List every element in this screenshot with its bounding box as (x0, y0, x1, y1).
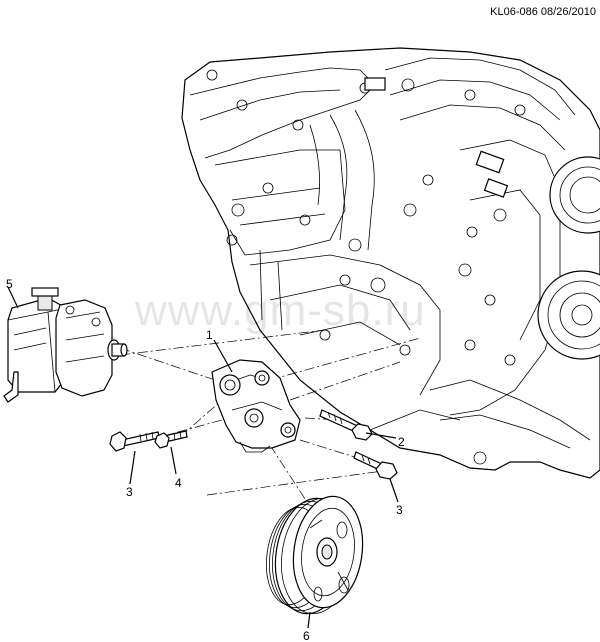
callout-3-right: 3 (396, 503, 403, 517)
diagram-code: KL06-086 08/26/2010 (490, 6, 596, 18)
leader-lines (7, 286, 399, 629)
bolt-icon (154, 430, 188, 449)
engine-block-icon (181, 47, 600, 479)
callout-3-left: 3 (126, 485, 133, 499)
callout-1: 1 (206, 328, 213, 342)
power-steering-pump-icon (3, 287, 128, 403)
watermark: www.gm-sb.ru (134, 286, 426, 335)
callout-6: 6 (303, 629, 310, 642)
callout-5: 5 (6, 277, 13, 291)
callout-4: 4 (175, 476, 182, 490)
callout-2: 2 (398, 435, 405, 449)
bolt-icon (353, 451, 398, 480)
bolt-icon (319, 409, 373, 441)
bolt-icon (109, 431, 160, 452)
pulley-icon (266, 495, 364, 615)
pump-bracket-icon (211, 359, 301, 453)
